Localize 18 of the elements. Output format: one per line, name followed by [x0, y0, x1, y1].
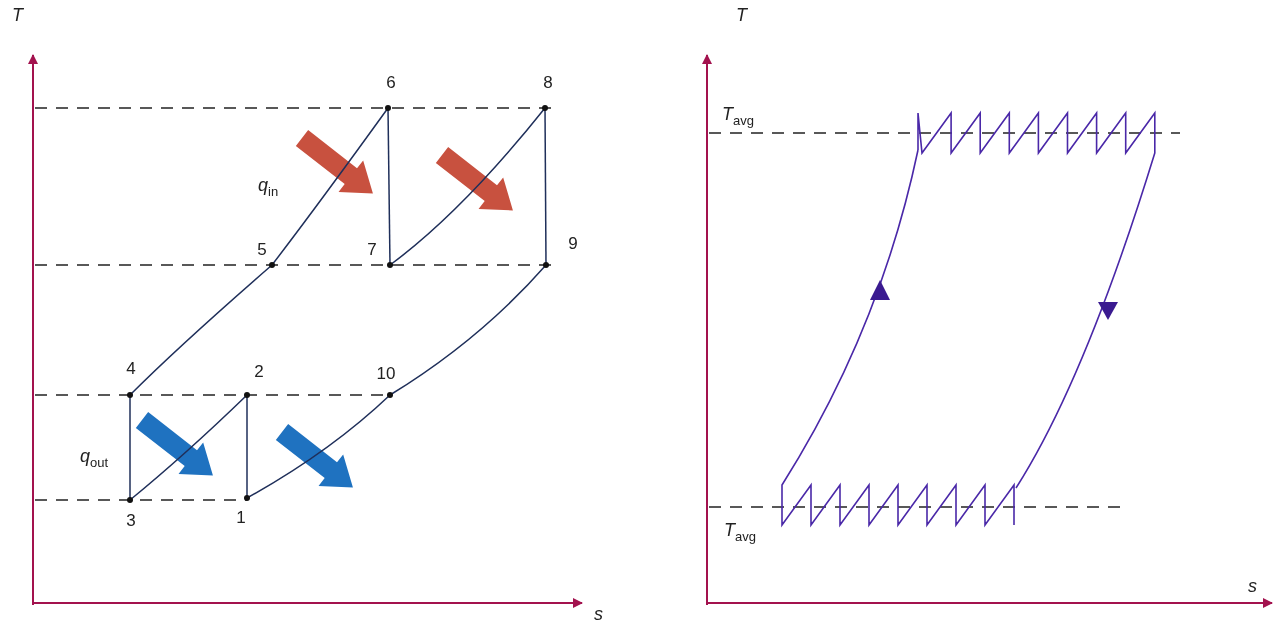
state-point: 8 — [542, 74, 553, 111]
heat-label: q$_{in}$ — [258, 175, 279, 201]
state-point: 7 — [367, 241, 393, 268]
state-point: 6 — [385, 74, 396, 111]
state-point: 9 — [543, 235, 578, 268]
axis-label: T — [736, 5, 747, 25]
heat-label: q$_{out}$ — [80, 446, 109, 472]
state-point: 10 — [376, 365, 396, 398]
state-point: 1 — [236, 495, 250, 527]
state-point: 5 — [257, 241, 275, 268]
axis-label: s — [594, 604, 603, 620]
axis-label: s — [1248, 576, 1257, 596]
state-point: 3 — [126, 497, 136, 530]
state-point: 4 — [126, 360, 136, 398]
temperature-label: T$_{avg}$ — [722, 104, 754, 130]
axis-label: T — [12, 5, 23, 25]
state-point: 2 — [244, 363, 264, 398]
temperature-label: T$_{avg}$ — [724, 520, 756, 546]
